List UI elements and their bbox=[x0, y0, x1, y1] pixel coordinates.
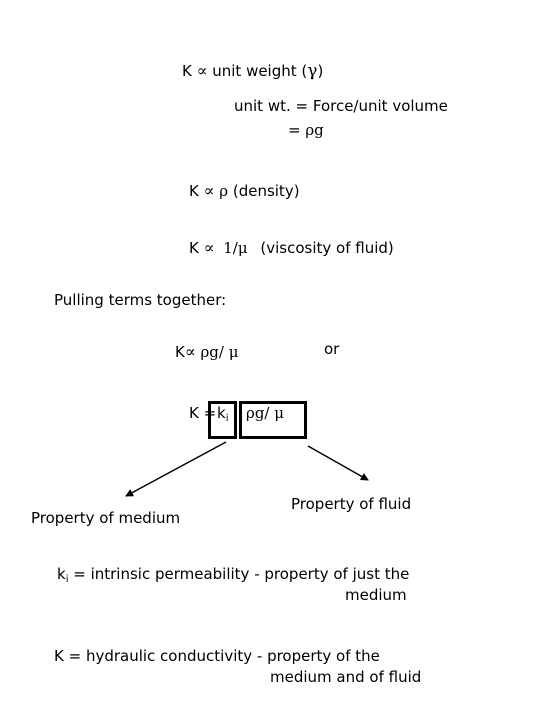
proportional-symbol: ∝ bbox=[203, 181, 215, 200]
k-definition-line1: K = hydraulic conductivity - property of… bbox=[54, 647, 380, 665]
viscosity-text: (viscosity of fluid) bbox=[260, 239, 394, 257]
ki-definition-line2: medium bbox=[345, 586, 407, 604]
close-paren: ) bbox=[317, 62, 324, 80]
ki-term: ki bbox=[217, 404, 228, 428]
ki-definition-line1: ki = intrinsic permeability - property o… bbox=[57, 565, 409, 589]
medium-box bbox=[208, 401, 237, 439]
k-symbol: K bbox=[182, 62, 192, 80]
density-text: (density) bbox=[232, 182, 300, 200]
proportional-symbol: ∝ bbox=[203, 238, 215, 257]
arrow-to-fluid bbox=[307, 445, 369, 481]
fluid-box bbox=[239, 401, 307, 439]
proportional-symbol: ∝ bbox=[184, 342, 196, 361]
k-proportional-rho-g-mu: K∝ ρg/ μ bbox=[175, 342, 239, 362]
k-symbol: K bbox=[189, 239, 199, 257]
k-proportional-unit-weight: K ∝ unit weight (γ) bbox=[182, 61, 324, 81]
ki-k: k bbox=[217, 404, 226, 422]
ki-subscript: i bbox=[225, 413, 229, 424]
k-proportional-viscosity: K ∝ 1/μ (viscosity of fluid) bbox=[189, 238, 394, 258]
gamma-symbol: γ bbox=[307, 61, 318, 81]
rho-g-over-mu-term: ρg/ μ bbox=[246, 404, 284, 422]
equals-sign: = bbox=[288, 121, 301, 139]
unit-weight-definition: unit wt. = Force/unit volume bbox=[234, 97, 448, 115]
rho-g-equation: = ρg bbox=[288, 121, 324, 139]
k-symbol: K bbox=[189, 182, 199, 200]
rho-g-over-mu: ρg/ μ bbox=[200, 343, 239, 361]
or-text: or bbox=[324, 340, 340, 358]
pulling-terms-heading: Pulling terms together: bbox=[54, 291, 227, 309]
arrow-to-medium bbox=[125, 441, 227, 497]
ki-k: k bbox=[57, 565, 66, 583]
k-symbol: K bbox=[175, 343, 185, 361]
ki-subscript: i bbox=[65, 574, 69, 585]
inverse-mu-symbol: 1/μ bbox=[223, 239, 248, 257]
property-of-fluid-label: Property of fluid bbox=[291, 495, 412, 513]
rho-symbol: ρ bbox=[219, 182, 229, 200]
property-of-medium-label: Property of medium bbox=[31, 509, 181, 527]
proportional-symbol: ∝ bbox=[196, 61, 208, 80]
k-definition-line2: medium and of fluid bbox=[270, 668, 422, 686]
ki-definition-text: = intrinsic permeability - property of j… bbox=[68, 565, 410, 583]
unit-weight-text: unit weight ( bbox=[212, 62, 308, 80]
rho-g-symbol: ρg bbox=[305, 121, 324, 139]
k-proportional-density: K ∝ ρ (density) bbox=[189, 181, 300, 201]
